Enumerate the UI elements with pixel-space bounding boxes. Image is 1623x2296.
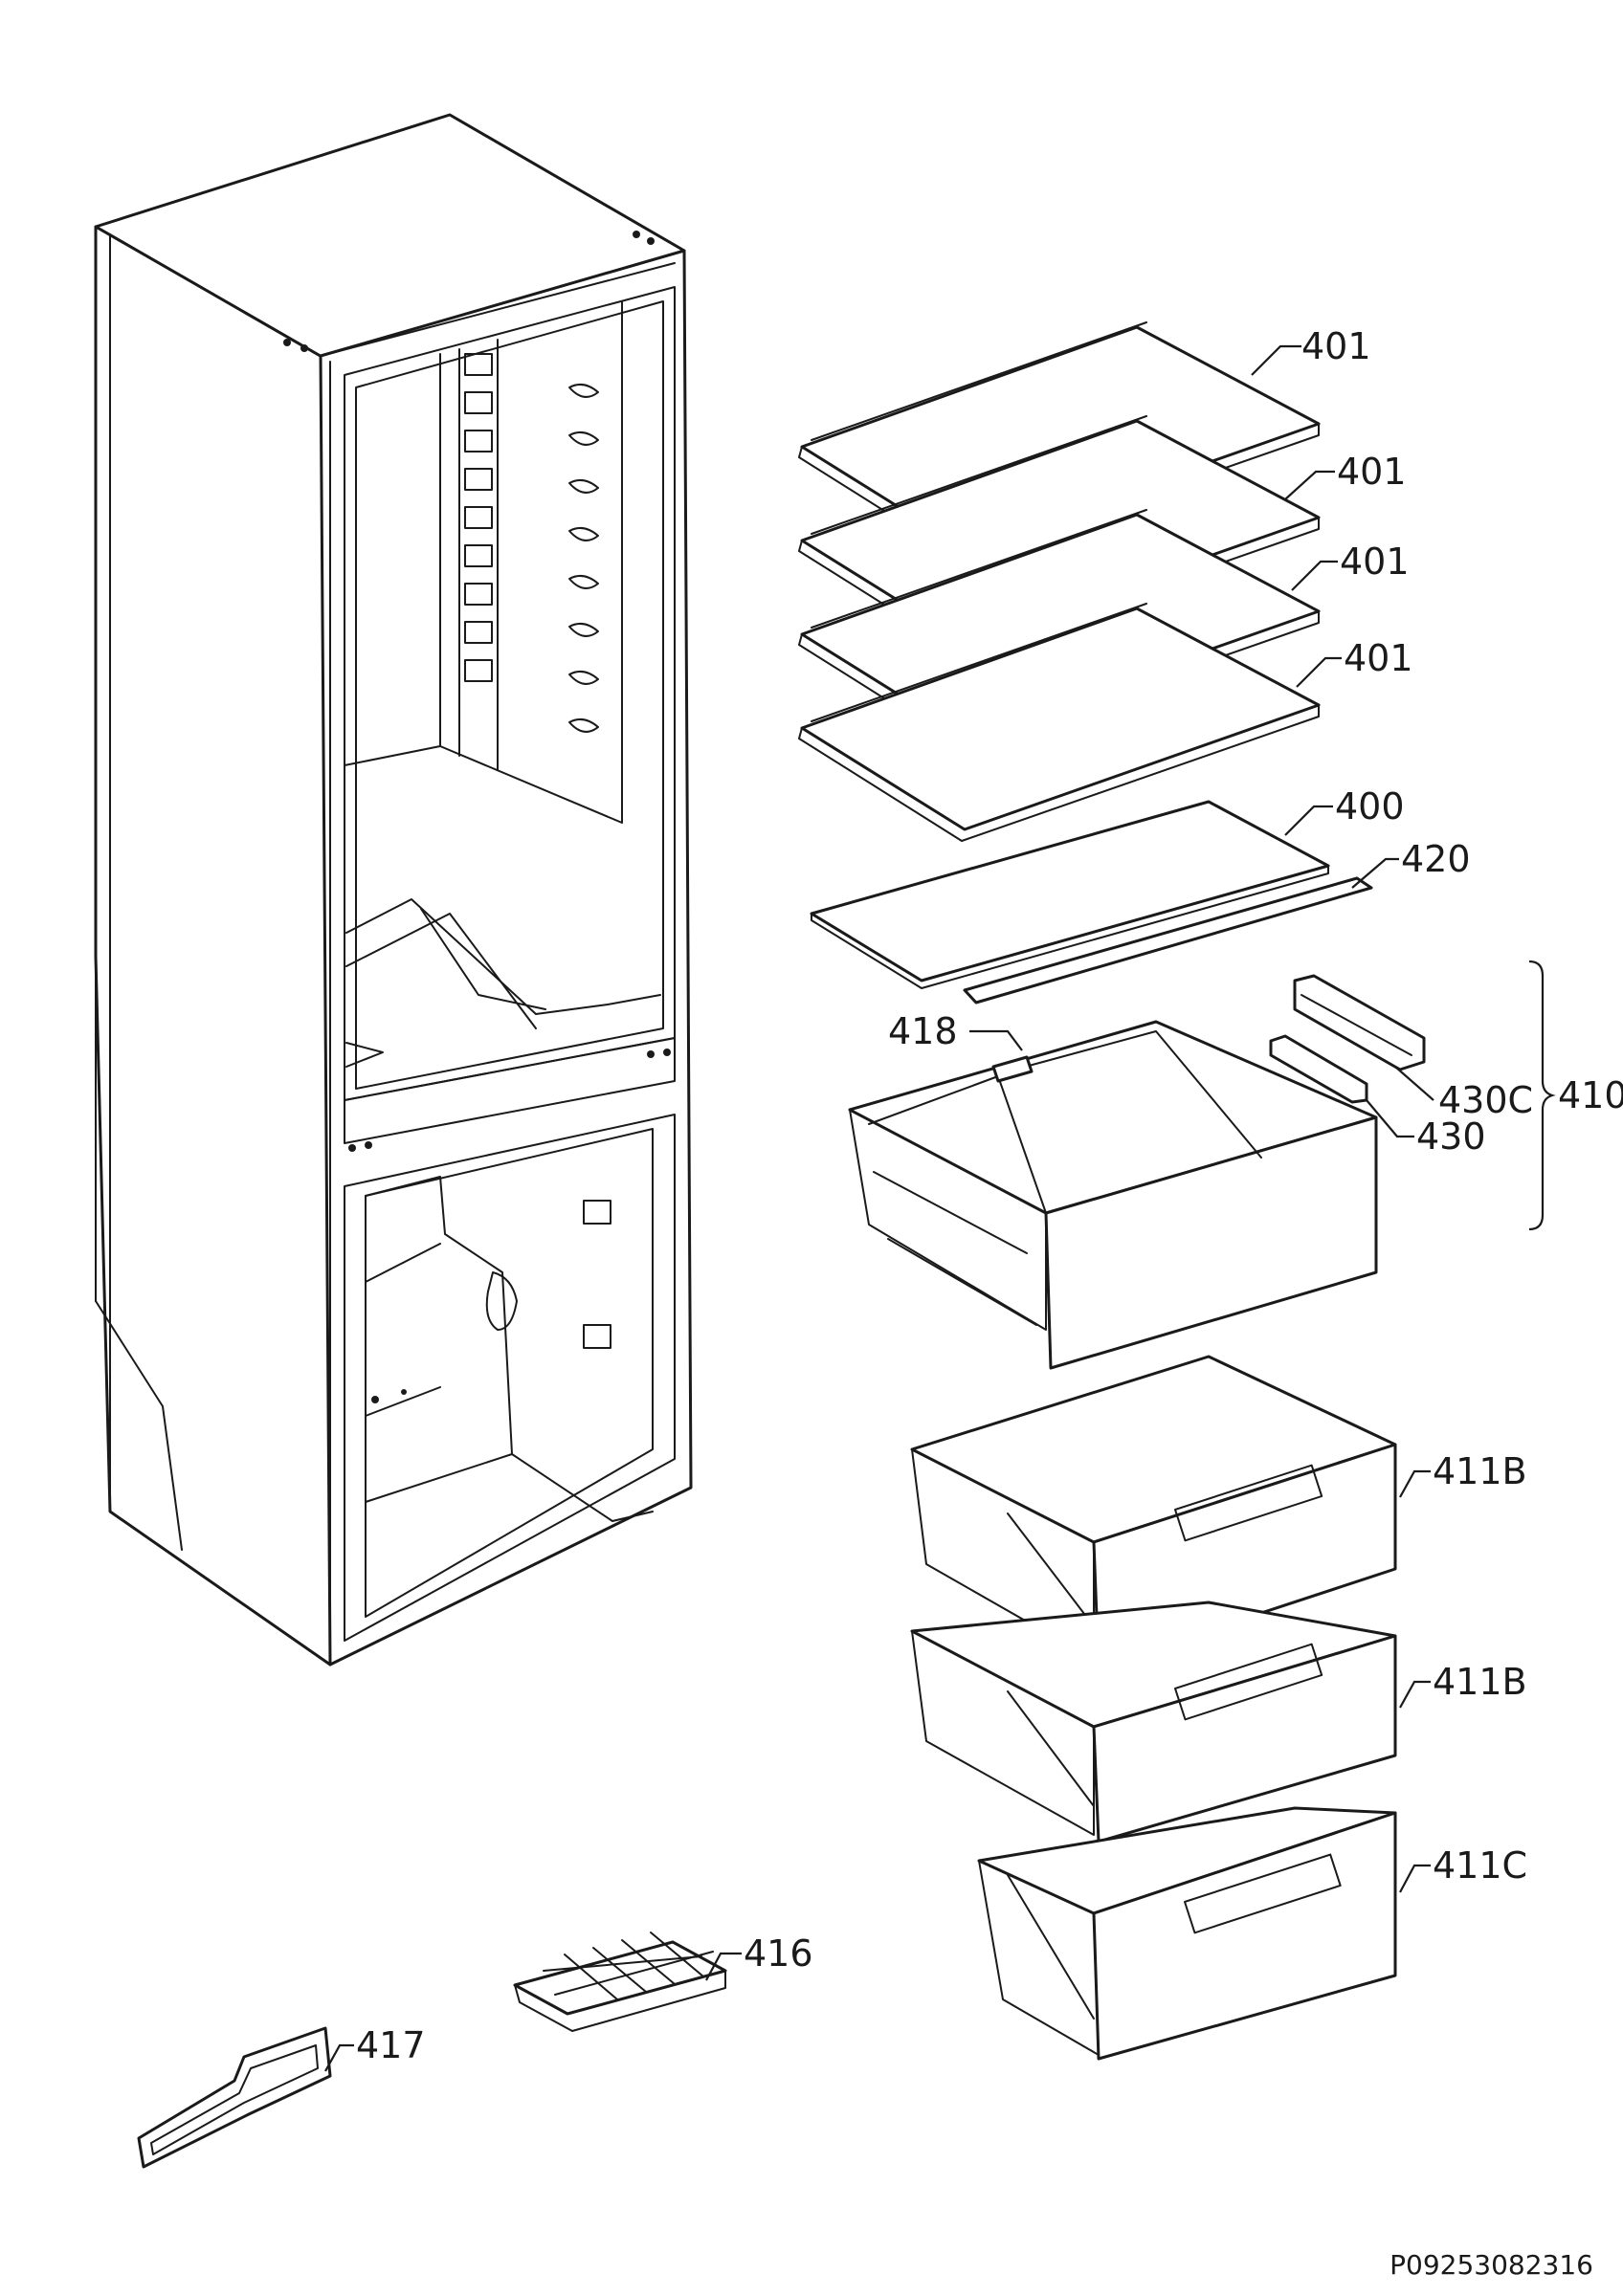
- label-rail: 430: [1416, 1115, 1486, 1158]
- ice-scoop-417: [137, 2026, 332, 2169]
- glass-shelf-401-4: [798, 603, 1321, 842]
- label-ice-scoop: 417: [356, 2024, 426, 2066]
- glass-shelf-400: [810, 800, 1330, 989]
- reference-code: P09253082316: [1390, 2249, 1593, 2281]
- label-drawer-c: 411C: [1433, 1844, 1527, 1887]
- label-divider: 418: [888, 1010, 958, 1052]
- label-drawer-group: 410: [1558, 1074, 1623, 1116]
- label-drawer-b2: 411B: [1433, 1661, 1527, 1703]
- fridge-cabinet: [94, 113, 693, 1667]
- label-shelf-3: 401: [1340, 541, 1410, 583]
- label-drawer-b1: 411B: [1433, 1450, 1527, 1492]
- callout-labels: 401 401 401 401 400 420 418 430C 430 410…: [356, 325, 1623, 2066]
- label-shelf-trim: 420: [1401, 838, 1471, 880]
- label-shelf-4: 401: [1344, 637, 1413, 679]
- label-shelf-1: 401: [1301, 325, 1371, 367]
- label-rail-c: 430C: [1438, 1079, 1533, 1121]
- freezer-drawer-411c: [977, 1806, 1397, 2061]
- freezer-drawer-411b-2: [910, 1601, 1397, 1843]
- leader-lines: [324, 344, 1556, 2072]
- shelf-trim-420: [963, 876, 1373, 1004]
- label-shelf-2: 401: [1337, 451, 1407, 493]
- label-ice-tray: 416: [744, 1932, 813, 1975]
- drawer-410: [848, 974, 1426, 1370]
- label-shelf-glass: 400: [1335, 785, 1405, 828]
- ice-tray-416: [513, 1932, 727, 2032]
